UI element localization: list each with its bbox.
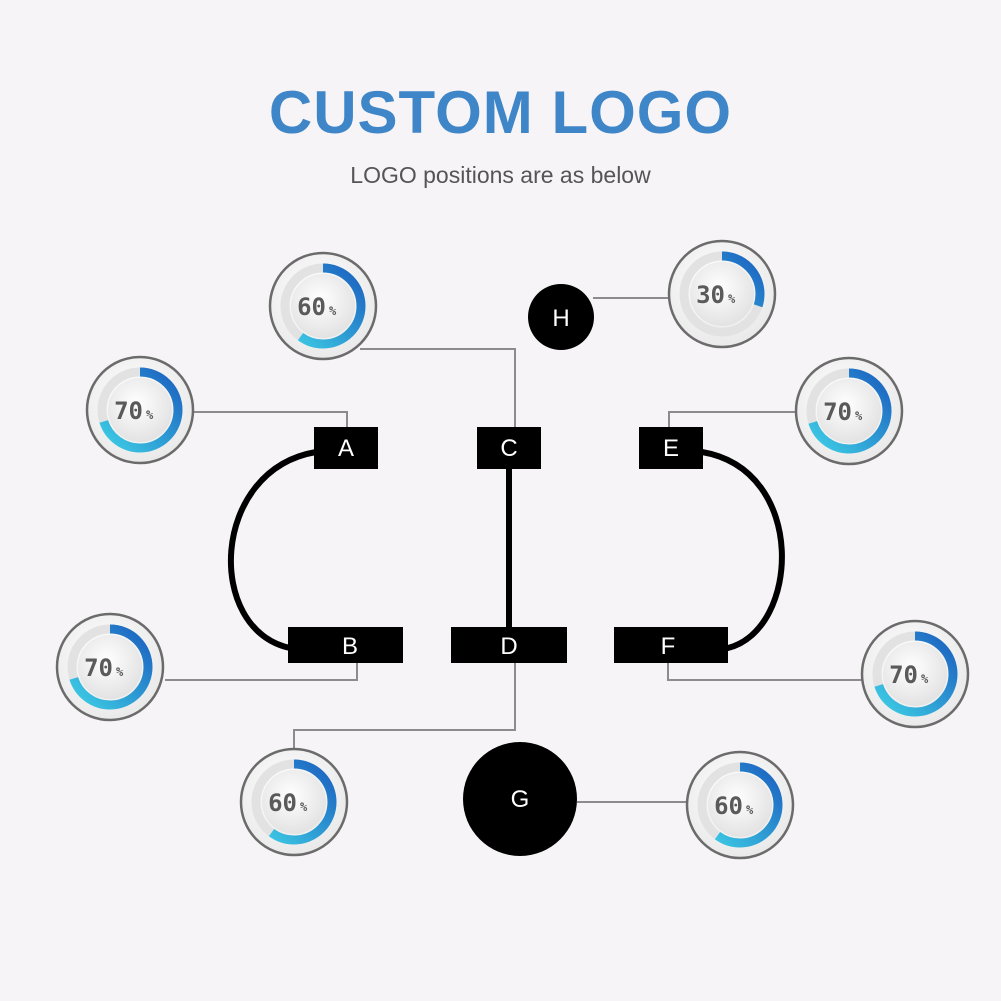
gauge-h: 30% — [667, 239, 777, 349]
gauge-b: 70% — [55, 612, 165, 722]
percentage-gauges: 70%70%60%60%70%70%60%30% — [55, 239, 970, 860]
gauge-percent-sign: % — [746, 803, 754, 817]
gauge-progress-arc — [697, 762, 783, 848]
gauge-percent-sign: % — [116, 665, 124, 679]
label-g: G — [511, 786, 530, 813]
gauge-progress-arc — [872, 631, 958, 717]
connector-c — [360, 348, 516, 430]
gauge-f: 70% — [860, 619, 970, 729]
label-b: B — [342, 633, 358, 660]
page-title: CUSTOM LOGO — [268, 79, 733, 146]
gauge-face — [883, 642, 947, 706]
label-f: F — [661, 633, 676, 660]
gauge-e: 70% — [794, 356, 904, 466]
label-h: H — [552, 305, 569, 332]
label-d: D — [500, 633, 517, 660]
gauge-d: 60% — [239, 747, 349, 857]
connector-a — [193, 411, 348, 430]
gauge-c: 60% — [268, 251, 378, 361]
circle-h — [528, 284, 594, 350]
cable-a-b — [227, 449, 319, 651]
block-e — [639, 427, 703, 469]
cables — [227, 449, 785, 651]
label-c: C — [500, 435, 517, 462]
gauge-value: 70 — [823, 398, 852, 426]
gauge-value: 60 — [297, 293, 326, 321]
gauge-value: 30 — [696, 281, 725, 309]
gauge-percent-sign: % — [728, 292, 736, 306]
block-f — [614, 627, 728, 663]
block-c — [477, 427, 541, 469]
gauge-percent-sign: % — [146, 408, 154, 422]
gauge-face — [817, 379, 881, 443]
gauge-percent-sign: % — [300, 800, 308, 814]
gauge-face — [690, 262, 754, 326]
label-blocks: A C E B D F H G — [288, 284, 728, 856]
gauge-value: 70 — [889, 661, 918, 689]
connector-b — [165, 662, 358, 681]
gauge-percent-sign: % — [921, 672, 929, 686]
cable-e-f — [699, 449, 785, 651]
block-a — [314, 427, 378, 469]
gauge-value: 60 — [268, 789, 297, 817]
gauge-value: 70 — [84, 654, 113, 682]
circle-g — [463, 742, 577, 856]
block-d — [451, 627, 567, 663]
label-e: E — [663, 435, 679, 462]
page-subtitle: LOGO positions are as below — [350, 162, 651, 188]
gauge-progress-arc — [97, 367, 183, 453]
gauge-percent-sign: % — [855, 409, 863, 423]
connector-lines — [165, 297, 862, 803]
gauge-a: 70% — [85, 355, 195, 465]
gauge-value: 70 — [114, 397, 143, 425]
gauge-value: 60 — [714, 792, 743, 820]
gauge-progress-arc — [806, 368, 892, 454]
gauge-progress-arc — [679, 251, 765, 337]
gauge-progress-arc — [280, 263, 366, 349]
block-b — [288, 627, 403, 663]
connector-d — [293, 662, 516, 750]
gauge-face — [78, 635, 142, 699]
gauge-g: 60% — [685, 750, 795, 860]
gauge-progress-arc — [67, 624, 153, 710]
connector-f — [667, 662, 862, 681]
label-a: A — [338, 435, 354, 462]
gauge-face — [291, 274, 355, 338]
gauge-face — [708, 773, 772, 837]
gauge-face — [262, 770, 326, 834]
gauge-face — [108, 378, 172, 442]
gauge-percent-sign: % — [329, 304, 337, 318]
gauge-progress-arc — [251, 759, 337, 845]
connector-e — [668, 411, 797, 430]
